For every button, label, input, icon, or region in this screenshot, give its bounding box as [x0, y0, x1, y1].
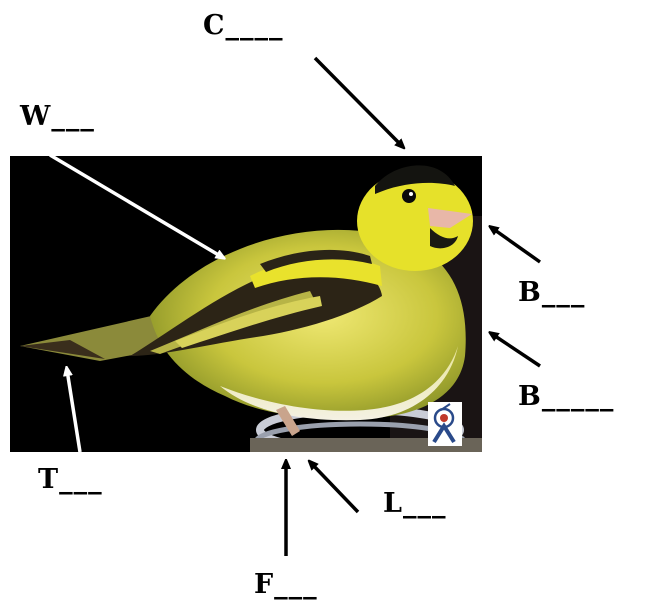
label-foot: F___ [254, 569, 318, 600]
label-wing: W___ [20, 101, 95, 132]
target-person-icon [428, 402, 462, 446]
arrow-crown [313, 56, 402, 146]
arrow-bill [492, 228, 542, 264]
label-breast: B_____ [518, 381, 615, 412]
arrow-breast [492, 334, 541, 368]
arrow-leg [311, 463, 360, 514]
siskin-illustration [10, 156, 482, 452]
label-tail: T___ [38, 464, 103, 495]
label-crown: C____ [203, 10, 284, 41]
wing-feathers [130, 249, 382, 356]
bird-head [357, 165, 473, 271]
label-bill: B___ [518, 277, 586, 308]
bird-photo [10, 156, 482, 452]
label-leg: L___ [383, 488, 447, 519]
